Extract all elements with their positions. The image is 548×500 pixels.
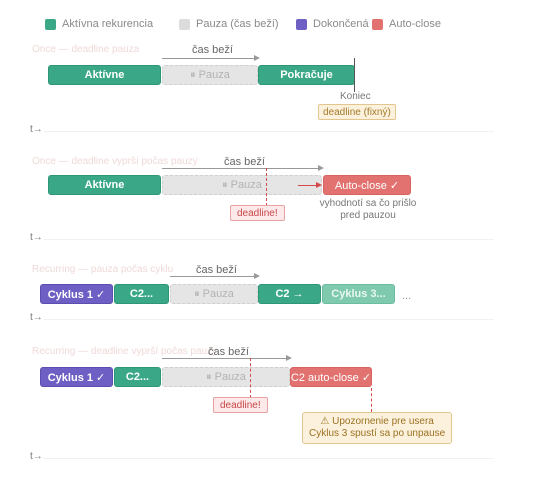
section-4-time-label: čas beží bbox=[208, 346, 249, 358]
section-4-deadline-label: deadline! bbox=[213, 397, 268, 413]
section-3-ellipsis: ... bbox=[402, 290, 412, 302]
section-3-axis-line bbox=[44, 319, 494, 320]
section-2-time-arrowhead bbox=[318, 165, 324, 171]
section-4-axis-line bbox=[44, 458, 494, 459]
section-4-pause-bar: ⏸ Pauza bbox=[162, 367, 290, 387]
section-2-axis-line bbox=[44, 239, 494, 240]
section-2-red-arrowhead bbox=[316, 182, 322, 188]
section-1-time-arrow bbox=[162, 58, 254, 59]
section-1-time-arrowhead bbox=[254, 55, 260, 61]
section-4-time-axis: t→ bbox=[30, 451, 43, 462]
section-1-deadline-fixed: deadline (fixný) bbox=[318, 104, 396, 120]
legend-swatch-done bbox=[296, 18, 307, 30]
legend-pause: Pauza (čas beží) bbox=[179, 17, 279, 31]
section-4-auto-close-bar: C2 auto-close ✓ bbox=[290, 367, 372, 387]
section-4-cycle-1-bar: Cyklus 1 ✓ bbox=[40, 367, 113, 387]
section-4-deadline-line bbox=[250, 358, 251, 398]
section-1-title: Once — deadline pauza bbox=[32, 44, 140, 55]
section-3-cycle-1-bar: Cyklus 1 ✓ bbox=[40, 284, 113, 304]
section-2-time-arrow bbox=[162, 168, 318, 169]
section-1-end-line bbox=[354, 58, 355, 92]
section-3-cycle-3-bar: Cyklus 3... bbox=[322, 284, 395, 304]
section-4-warning-connector bbox=[371, 388, 372, 412]
section-2-auto-close-bar: Auto-close ✓ bbox=[323, 175, 411, 195]
section-1-time-label: čas beží bbox=[192, 44, 233, 56]
section-1-end-label: Koniec bbox=[340, 91, 371, 102]
legend-label-active: Aktívna rekurencia bbox=[62, 18, 154, 30]
section-1-axis-line bbox=[44, 131, 494, 132]
section-4-cycle-2-bar: C2... bbox=[114, 367, 161, 387]
legend-swatch-pause bbox=[179, 18, 190, 30]
legend-autoclose: Auto-close bbox=[372, 17, 441, 31]
section-2-note-line-1: vyhodnotí sa čo prišlo bbox=[319, 198, 417, 209]
section-4-time-arrow bbox=[162, 358, 286, 359]
legend-label-pause: Pauza (čas beží) bbox=[196, 18, 279, 30]
section-3-time-arrow bbox=[170, 276, 254, 277]
section-2-deadline-label: deadline! bbox=[230, 205, 285, 221]
legend-done: Dokončená bbox=[296, 17, 369, 31]
section-2-pause-bar: ⏸ Pauza bbox=[162, 175, 322, 195]
section-2-note: vyhodnotí sa čo prišlo pred pauzou bbox=[318, 198, 418, 222]
section-1-time-axis: t→ bbox=[30, 124, 43, 135]
section-3-time-arrowhead bbox=[254, 273, 260, 279]
section-1-active-bar: Aktívne bbox=[48, 65, 161, 85]
section-4-warning-box: ⚠ Upozornenie pre usera Cyklus 3 spustí … bbox=[302, 412, 453, 444]
section-2-deadline-line bbox=[266, 168, 267, 206]
section-3-cycle-2-continue-bar: C2 → bbox=[258, 284, 321, 304]
section-4-warning-line-2: Cyklus 3 spustí sa po unpause bbox=[309, 428, 446, 439]
section-3-title: Recurring — pauza počas cyklu bbox=[32, 264, 174, 275]
legend-label-autoclose: Auto-close bbox=[389, 18, 441, 30]
section-2-active-bar: Aktívne bbox=[48, 175, 161, 195]
section-2-note-line-2: pred pauzou bbox=[340, 210, 396, 221]
section-3-time-axis: t→ bbox=[30, 312, 43, 323]
section-1-pause-bar: ⏸ Pauza bbox=[162, 65, 258, 85]
section-4-time-arrowhead bbox=[286, 355, 292, 361]
section-4-warning-line-1: ⚠ Upozornenie pre usera bbox=[320, 416, 434, 427]
section-2-title: Once — deadline vyprší počas pauzy bbox=[32, 156, 198, 167]
legend-active: Aktívna rekurencia bbox=[45, 17, 153, 31]
section-1-continues-bar: Pokračuje bbox=[258, 65, 355, 85]
section-3-time-label: čas beží bbox=[196, 264, 237, 276]
section-2-time-label: čas beží bbox=[224, 156, 265, 168]
section-3-pause-bar: ⏸ Pauza bbox=[170, 284, 258, 304]
legend-swatch-autoclose bbox=[372, 18, 383, 30]
section-2-time-axis: t→ bbox=[30, 232, 43, 243]
legend-label-done: Dokončená bbox=[313, 18, 369, 30]
section-3-cycle-2-bar: C2... bbox=[114, 284, 169, 304]
section-4-title: Recurring — deadline vyprší počas pauzy bbox=[32, 346, 218, 357]
legend-swatch-active bbox=[45, 18, 56, 30]
section-2-red-arrow bbox=[298, 185, 316, 186]
